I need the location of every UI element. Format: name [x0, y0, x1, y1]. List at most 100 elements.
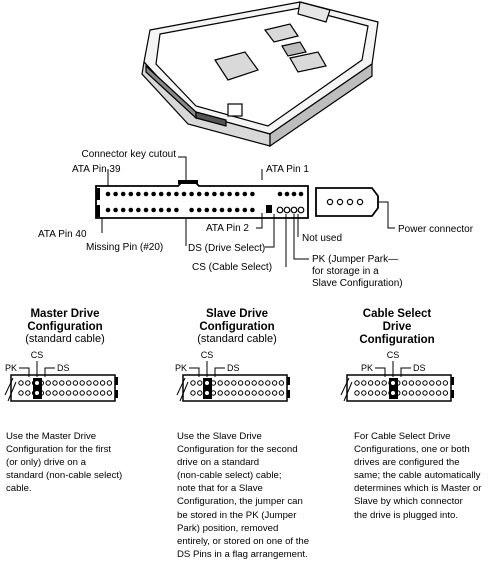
mini-pin	[93, 380, 99, 386]
connector-pin	[234, 191, 240, 197]
mini-pin	[429, 380, 435, 386]
connector-pin	[219, 207, 225, 213]
mini-pin	[408, 390, 415, 396]
mini-pin	[224, 390, 230, 396]
mini-latch	[115, 377, 118, 385]
jumper-shunt	[203, 378, 212, 399]
mini-pin	[401, 390, 408, 396]
slave-desc-line: drive on a standard	[177, 457, 260, 469]
master-subtitle: (standard cable)	[25, 333, 105, 345]
jumper-pin	[297, 206, 305, 214]
jumper-shunt-pin	[391, 381, 395, 385]
power-pin	[326, 198, 334, 206]
mini-pin	[86, 380, 92, 386]
label-pk-line-3: Slave Configuration)	[312, 278, 403, 289]
mini-break-mark	[340, 377, 353, 402]
mini-pin	[401, 380, 408, 386]
master-desc-line: Configuration for the first	[6, 444, 112, 456]
slave-desc-line: entirely, or stored on one of the	[177, 535, 310, 547]
pin-grid	[105, 191, 305, 214]
mini-pin	[367, 380, 374, 386]
mini-pin	[251, 390, 257, 396]
connector-pin	[181, 191, 187, 197]
jumper-pin	[276, 206, 284, 214]
connector-pin	[158, 191, 164, 197]
connector-pin	[166, 207, 172, 213]
label-ds: DS (Drive Select)	[188, 243, 265, 254]
mini-pin	[361, 380, 367, 386]
mini-pin	[72, 380, 79, 386]
mini-pin	[374, 380, 381, 386]
mini-connector-body	[182, 374, 288, 402]
mini-pin	[79, 390, 85, 396]
jumper-pin	[291, 191, 297, 197]
mini-pin	[435, 390, 442, 396]
slave-title-line-1: Slave Drive	[206, 308, 268, 320]
cable-select-desc-line: same; the cable automatically	[354, 470, 481, 482]
cable-select-title-line-2: Drive	[383, 321, 412, 333]
mini-pin	[52, 390, 58, 396]
mini-pin	[190, 390, 196, 396]
mini-pin	[99, 390, 106, 396]
mini-pin	[190, 380, 196, 386]
mini-break-mark	[4, 377, 17, 402]
mini-latch	[287, 377, 290, 385]
mini-pin	[265, 380, 271, 386]
mini-pin	[278, 390, 285, 396]
mini-latch	[451, 377, 454, 385]
config-slave: Slave Drive Configuration (standard cabl…	[175, 308, 290, 402]
master-title-line-2: Configuration	[27, 321, 102, 333]
jumper-shunt-pin	[205, 391, 209, 395]
pk-leader	[375, 367, 386, 377]
connector-pin	[219, 191, 225, 197]
connector-pin	[174, 207, 179, 213]
cs-label: CS	[31, 350, 44, 360]
mini-pin	[237, 380, 244, 386]
master-desc-line: (or only) drive on a	[6, 457, 86, 469]
connector-pin	[189, 191, 194, 197]
key-cutout	[178, 180, 198, 184]
connector-pin	[105, 207, 111, 213]
pk-leader	[19, 367, 30, 377]
mini-pin	[354, 390, 360, 396]
mini-pin	[99, 380, 106, 386]
ds-leader	[400, 367, 411, 377]
jumper-pin	[284, 191, 290, 197]
mini-pin	[237, 390, 244, 396]
mini-pin	[25, 380, 31, 386]
jumper-shunt-pin	[35, 381, 39, 385]
mini-pin	[381, 390, 387, 396]
mini-connector-body	[346, 374, 452, 402]
master-desc-line: standard (non-cable select)	[6, 470, 123, 482]
pk-label: PK	[5, 363, 17, 373]
slave-title-line-2: Configuration	[199, 321, 274, 333]
mini-pin	[361, 390, 367, 396]
jumper-shunt-pin	[35, 391, 39, 395]
mini-pin	[381, 380, 387, 386]
master-desc-line: Use the Master Drive	[6, 431, 97, 442]
connector-pin	[250, 207, 255, 213]
label-connector-key-cutout: Connector key cutout	[82, 149, 177, 160]
cable-select-desc-line: Configurations, one or both	[354, 444, 470, 456]
connector-pin	[242, 207, 248, 213]
ds-label: DS	[57, 363, 70, 373]
mini-pin	[265, 390, 271, 396]
drive-connector-strip	[145, 64, 243, 127]
mini-pin	[415, 390, 421, 396]
mini-pin	[415, 380, 421, 386]
slave-desc-line: DS Pins in a flag arrangement.	[177, 548, 308, 560]
jumper-shunt-pin	[391, 391, 395, 395]
jumper-shunt-pin	[205, 381, 209, 385]
connector-pin	[166, 191, 172, 197]
mini-pin	[106, 380, 113, 386]
label-pk-line-2: for storage in a	[312, 266, 379, 277]
mini-pin	[231, 380, 237, 386]
slave-desc-line: Use the Slave Drive	[177, 431, 262, 442]
jumper-shunt	[33, 378, 42, 399]
label-missing-pin: Missing Pin (#20)	[86, 242, 163, 253]
mini-pin	[79, 380, 85, 386]
ds-leader	[44, 367, 55, 377]
